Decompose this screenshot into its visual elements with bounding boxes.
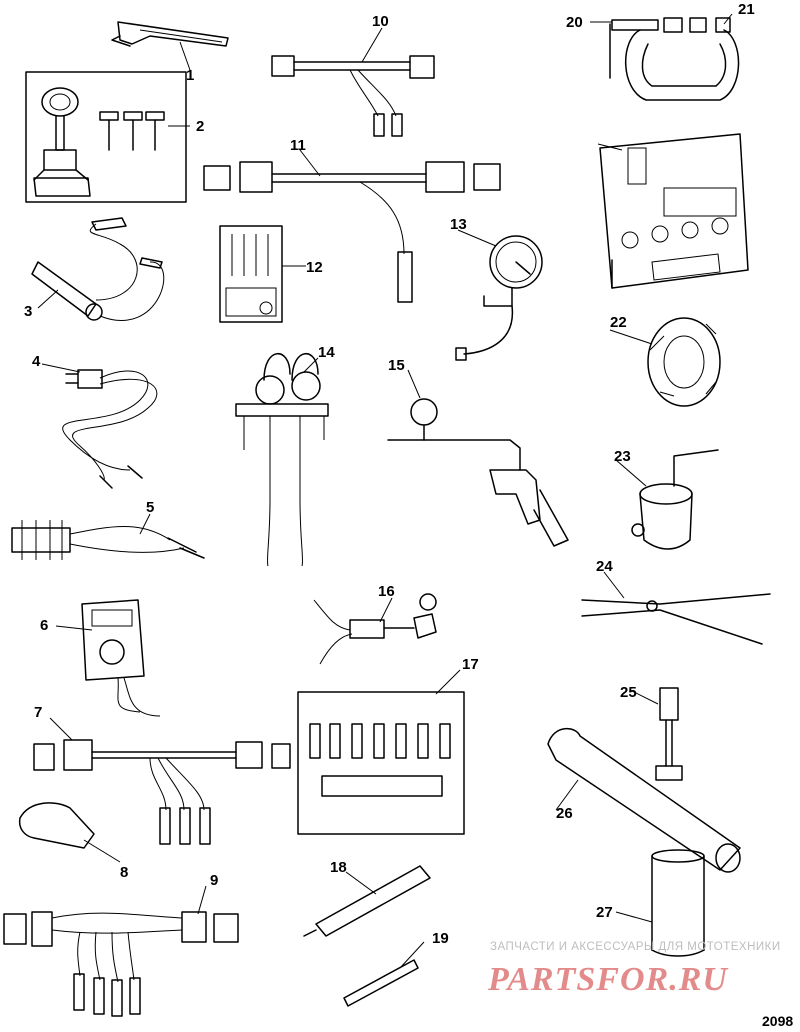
tool-10-drawing: [271, 55, 435, 137]
callout-1: 1: [186, 67, 194, 84]
leader-lines: [37, 13, 733, 969]
tool-7-drawing: [33, 739, 291, 845]
tool-26-drawing: [547, 728, 741, 873]
tool-5-drawing: [11, 520, 205, 560]
callout-12: 12: [306, 259, 323, 276]
tool-case-kit-drawing: [599, 133, 749, 289]
tool-25-drawing: [655, 687, 683, 781]
callout-7: 7: [34, 704, 42, 721]
tool-3-drawing: [31, 217, 165, 321]
tool-16-drawing: [313, 593, 437, 665]
watermark-logo: PARTSFOR.RU: [487, 961, 729, 998]
tool-6-drawing: [81, 599, 161, 717]
callout-5: 5: [146, 499, 154, 516]
callout-3: 3: [24, 303, 32, 320]
document-number: 2098: [762, 1013, 793, 1029]
callout-8: 8: [120, 864, 128, 881]
callout-19: 19: [432, 930, 449, 947]
callout-labels: 1 2 3 4 5 6 7 8 9 10 11 12 13 14 15 16 1…: [24, 1, 755, 947]
callout-10: 10: [372, 13, 389, 30]
callout-17: 17: [462, 656, 479, 673]
tool-1-drawing: [111, 21, 229, 47]
tool-4-drawing: [62, 369, 158, 489]
callout-21: 21: [738, 1, 755, 18]
callout-6: 6: [40, 617, 48, 634]
callout-11: 11: [290, 137, 306, 154]
callout-18: 18: [330, 859, 347, 876]
tool-12-drawing: [219, 225, 283, 323]
tool-20-21-drawing: [609, 17, 740, 101]
tool-13-drawing: [455, 235, 543, 361]
callout-9: 9: [210, 872, 218, 889]
callout-20: 20: [566, 14, 583, 31]
callout-27: 27: [596, 904, 613, 921]
tool-24-drawing: [581, 593, 771, 645]
callout-24: 24: [596, 558, 613, 575]
callout-23: 23: [614, 448, 631, 465]
tool-14-drawing: [235, 353, 329, 567]
callout-4: 4: [32, 353, 41, 370]
callout-26: 26: [556, 805, 573, 822]
callout-2: 2: [196, 118, 204, 135]
tool-2-drawing: [25, 71, 187, 203]
tool-17-drawing: [297, 691, 465, 835]
tool-11-drawing: [203, 161, 501, 303]
tool-9-drawing: [3, 911, 239, 1017]
callout-22: 22: [610, 314, 627, 331]
watermark-tagline: ЗАПЧАСТИ И АКСЕССУАРЫ ДЛЯ МОТОТЕХНИКИ: [490, 941, 781, 953]
tool-18-drawing: [303, 865, 431, 937]
tool-23-drawing: [631, 449, 719, 550]
tool-22-drawing: [647, 317, 721, 407]
tool-19-drawing: [343, 959, 419, 1007]
callout-25: 25: [620, 684, 637, 701]
tool-8-drawing: [18, 802, 95, 849]
tool-27-drawing: [651, 849, 705, 957]
callout-15: 15: [388, 357, 405, 374]
watermark: ЗАПЧАСТИ И АКСЕССУАРЫ ДЛЯ МОТОТЕХНИКИ PA…: [487, 941, 781, 998]
tool-15-drawing: [387, 398, 569, 547]
callout-13: 13: [450, 216, 467, 233]
callout-16: 16: [378, 583, 395, 600]
callout-14: 14: [318, 344, 335, 361]
